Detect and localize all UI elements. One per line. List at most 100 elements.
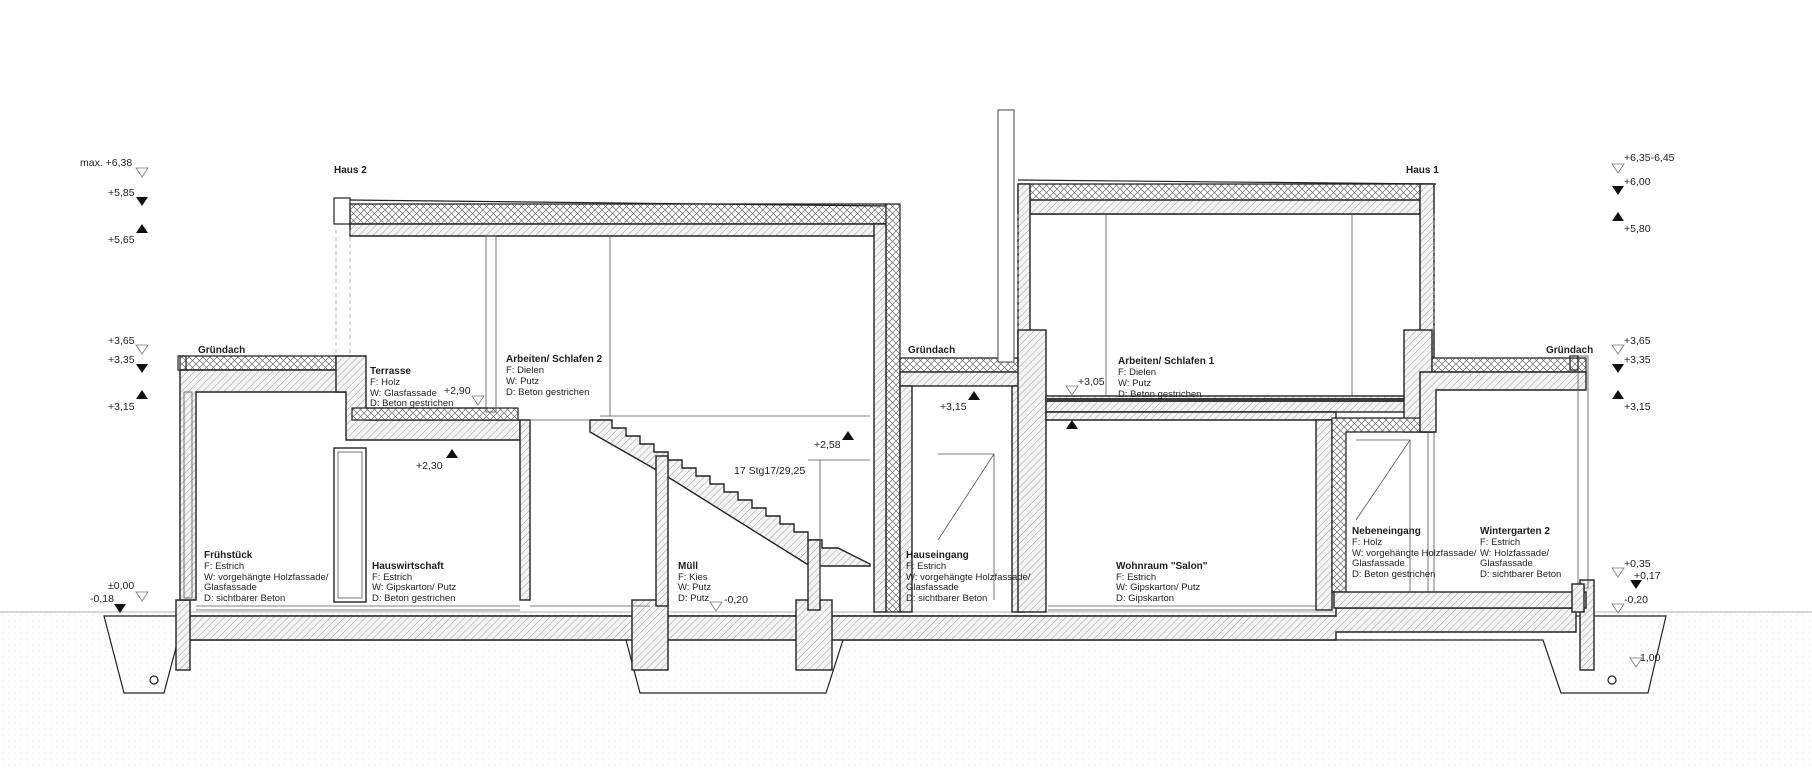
svg-text:Wohnraum "Salon": Wohnraum "Salon" [1116, 561, 1208, 572]
svg-text:W: vorgehängte Holzfassade/: W: vorgehängte Holzfassade/ [906, 572, 1031, 583]
wintergarten-roof-slab [1419, 371, 1587, 433]
foundation-mid-left [631, 599, 669, 671]
roof-label-right: Gründach [1546, 345, 1593, 356]
muell-wall-right [807, 539, 821, 611]
level-365-right: +3,65 [1624, 335, 1651, 347]
haus2-wall-a [519, 419, 531, 601]
svg-text:Glasfassade: Glasfassade [204, 582, 257, 593]
haus2-left-roof [179, 355, 337, 371]
nebeneingang-glass [1427, 431, 1435, 593]
svg-text:Glasfassade: Glasfassade [906, 582, 959, 593]
room-nebeneingang: Nebeneingang F: Holz W: vorgehängte Holz… [1352, 526, 1477, 580]
level-minus018: -0,18 [90, 593, 114, 605]
level-305: +3,05 [1078, 376, 1105, 388]
haus2-upper-roof [349, 203, 887, 225]
muell-wall-left [655, 455, 669, 607]
level-017: +0,17 [1634, 570, 1661, 582]
room-hauswirtschaft: Hauswirtschaft F: Estrich W: Gipskarton/… [372, 561, 457, 604]
svg-text:D: Gipskarton: D: Gipskarton [1116, 593, 1174, 604]
svg-text:F: Estrich: F: Estrich [1480, 537, 1520, 548]
level-max-638: max. +6,38 [80, 157, 132, 169]
room-arbeiten-schlafen-1: Arbeiten/ Schlafen 1 F: Dielen W: Putz D… [1118, 356, 1215, 400]
room-muell: Müll F: Kies W: Putz D: Putz [678, 561, 711, 604]
room-wohnraum-salon: Wohnraum "Salon" F: Estrich W: Gipskarto… [1116, 561, 1208, 604]
foundation-left [175, 599, 191, 671]
level-258: +2,58 [814, 439, 841, 451]
svg-text:F: Estrich: F: Estrich [1116, 572, 1156, 583]
svg-text:Arbeiten/ Schlafen 2: Arbeiten/ Schlafen 2 [506, 354, 603, 365]
svg-text:Nebeneingang: Nebeneingang [1352, 526, 1421, 537]
level-580: +5,80 [1624, 223, 1651, 235]
wohnraum-ceiling [1045, 411, 1337, 421]
svg-text:D: Putz: D: Putz [678, 593, 709, 604]
roof-label-left: Gründach [198, 345, 245, 356]
staircase-label: 17 Stg17/29,25 [734, 465, 805, 477]
base-slab [185, 607, 1577, 641]
central-wall-insulation [885, 203, 901, 613]
svg-text:D: Beton gestrichen: D: Beton gestrichen [372, 593, 455, 604]
haus1-header: Haus 1 [1406, 165, 1439, 176]
svg-text:F: Holz: F: Holz [370, 377, 400, 388]
wintergarten-roof-insulation [1431, 357, 1587, 373]
terrace-insulation [351, 407, 519, 421]
svg-text:Terrasse: Terrasse [370, 366, 411, 377]
svg-text:W: Holzfassade/: W: Holzfassade/ [1480, 548, 1549, 559]
level-365-left: +3,65 [108, 335, 135, 347]
chimney [997, 109, 1015, 363]
svg-text:W: vorgehängte Holzfassade/: W: vorgehängte Holzfassade/ [1352, 548, 1477, 559]
svg-text:Glasfassade: Glasfassade [1480, 558, 1533, 569]
room-fruehstueck: Frühstück F: Estrich W: vorgehängte Holz… [204, 550, 329, 604]
svg-text:W: Putz: W: Putz [506, 376, 539, 387]
hauseingang-left-wall [899, 385, 913, 613]
room-arbeiten-schlafen-2: Arbeiten/ Schlafen 2 F: Dielen W: Putz D… [506, 354, 603, 398]
haus1-left-wall [1017, 329, 1047, 613]
wintergarten-floor [1333, 591, 1587, 609]
svg-text:D: Beton gestrichen: D: Beton gestrichen [370, 398, 453, 409]
haus1-roof-slab [1029, 199, 1421, 215]
wintergarten-facade [1577, 355, 1589, 589]
level-000: ±0,00 [108, 580, 134, 592]
svg-text:Müll: Müll [678, 561, 698, 572]
level-100: 1,00 [1640, 652, 1661, 664]
svg-text:F: Estrich: F: Estrich [204, 561, 244, 572]
svg-text:F: Estrich: F: Estrich [906, 561, 946, 572]
level-muell-minus020: -0,20 [724, 594, 748, 606]
room-wintergarten-2: Wintergarten 2 F: Estrich W: Holzfassade… [1480, 526, 1561, 580]
svg-text:D: sichtbarer Beton: D: sichtbarer Beton [1480, 569, 1561, 580]
level-565: +5,65 [108, 234, 135, 246]
svg-text:W: Gipskarton/ Putz: W: Gipskarton/ Putz [1116, 582, 1201, 593]
haus2-glass-facade [485, 235, 497, 413]
svg-text:W: vorgehängte Holzfassade/: W: vorgehängte Holzfassade/ [204, 572, 329, 583]
svg-text:Wintergarten 2: Wintergarten 2 [1480, 526, 1550, 537]
haus2-facade [183, 391, 193, 599]
level-335-right: +3,35 [1624, 354, 1651, 366]
svg-text:Arbeiten/ Schlafen 1: Arbeiten/ Schlafen 1 [1118, 356, 1215, 367]
level-335-left: +3,35 [108, 354, 135, 366]
level-635-645: +6,35-6,45 [1624, 152, 1675, 164]
level-230: +2,30 [416, 460, 443, 472]
svg-text:W: Putz: W: Putz [1118, 378, 1151, 389]
mid-roof-slab [899, 371, 1023, 387]
level-markers-left [114, 167, 149, 613]
haus2-upper-slab [349, 223, 887, 237]
svg-text:F: Dielen: F: Dielen [506, 365, 544, 376]
level-600: +6,00 [1624, 176, 1651, 188]
room-terrasse: Terrasse F: Holz W: Glasfassade D: Beton… [370, 366, 453, 409]
svg-text:F: Kies: F: Kies [678, 572, 708, 583]
central-wall [873, 223, 887, 613]
foundations [103, 615, 1667, 694]
svg-text:W: Glasfassade: W: Glasfassade [370, 388, 437, 399]
svg-text:D: Beton gestrichen: D: Beton gestrichen [506, 387, 589, 398]
svg-text:F: Dielen: F: Dielen [1118, 367, 1156, 378]
foundation-mid-right [795, 599, 833, 671]
svg-text:W: Gipskarton/ Putz: W: Gipskarton/ Putz [372, 582, 457, 593]
floor-finish-lines [196, 605, 1316, 611]
svg-text:F: Estrich: F: Estrich [372, 572, 412, 583]
level-315-right: +3,15 [1624, 401, 1651, 413]
level-035: +0,35 [1624, 558, 1651, 570]
haus2-parapet [333, 197, 351, 225]
level-585: +5,85 [108, 187, 135, 199]
haus2-header: Haus 2 [334, 165, 367, 176]
